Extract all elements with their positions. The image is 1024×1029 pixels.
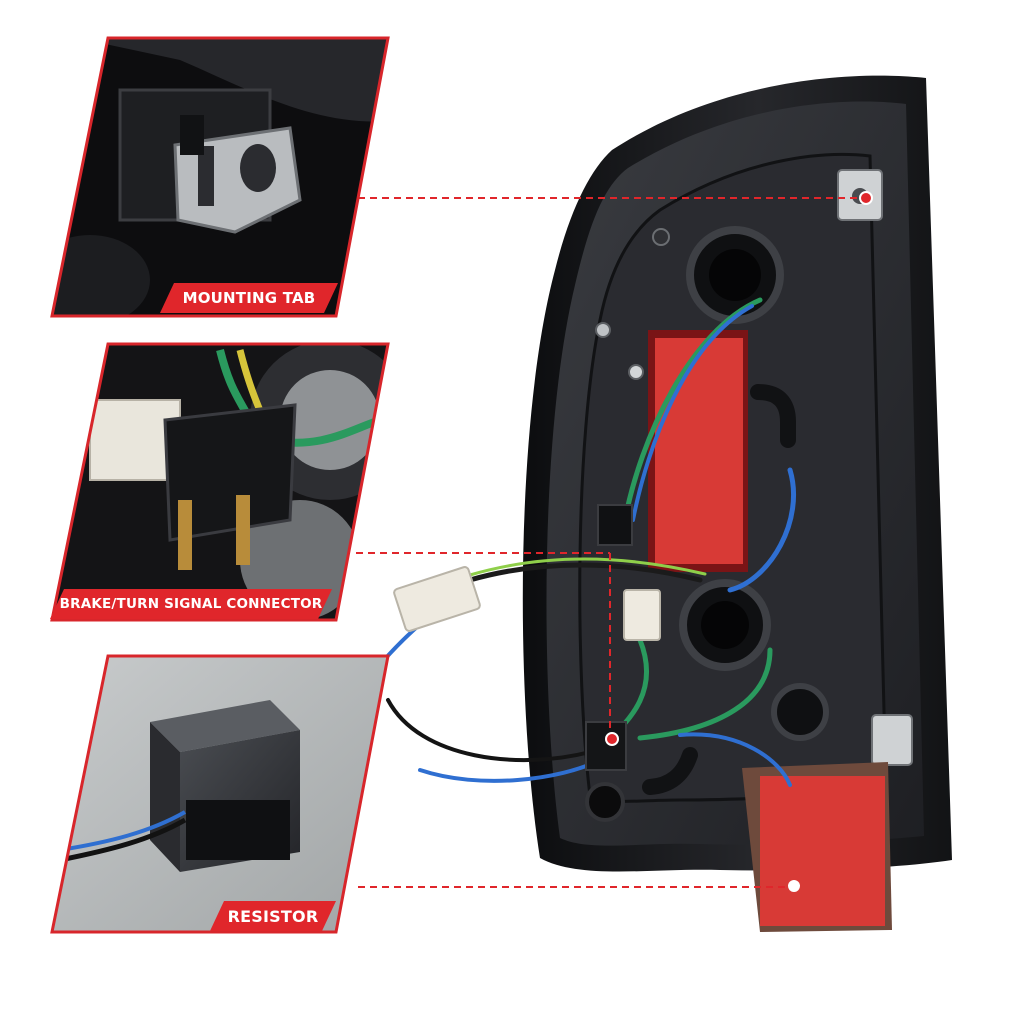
mounting-tab-label: MOUNTING TAB — [160, 283, 338, 313]
mounting-tab-marker — [859, 191, 873, 205]
upper-adhesive-pad — [655, 338, 743, 564]
callout-lines — [356, 197, 862, 888]
resistor-label: RESISTOR — [210, 901, 336, 931]
resistor-photo — [50, 654, 390, 934]
wiring-harness — [382, 297, 797, 787]
connector-marker — [605, 732, 619, 746]
hanging-resistor — [742, 762, 892, 932]
brake-turn-connector-label: BRAKE/TURN SIGNAL CONNECTOR — [50, 589, 332, 619]
lower-connector — [585, 721, 627, 771]
mounting-tab-photo — [50, 36, 390, 318]
white-connector — [393, 566, 661, 641]
upper-connector — [597, 504, 633, 546]
